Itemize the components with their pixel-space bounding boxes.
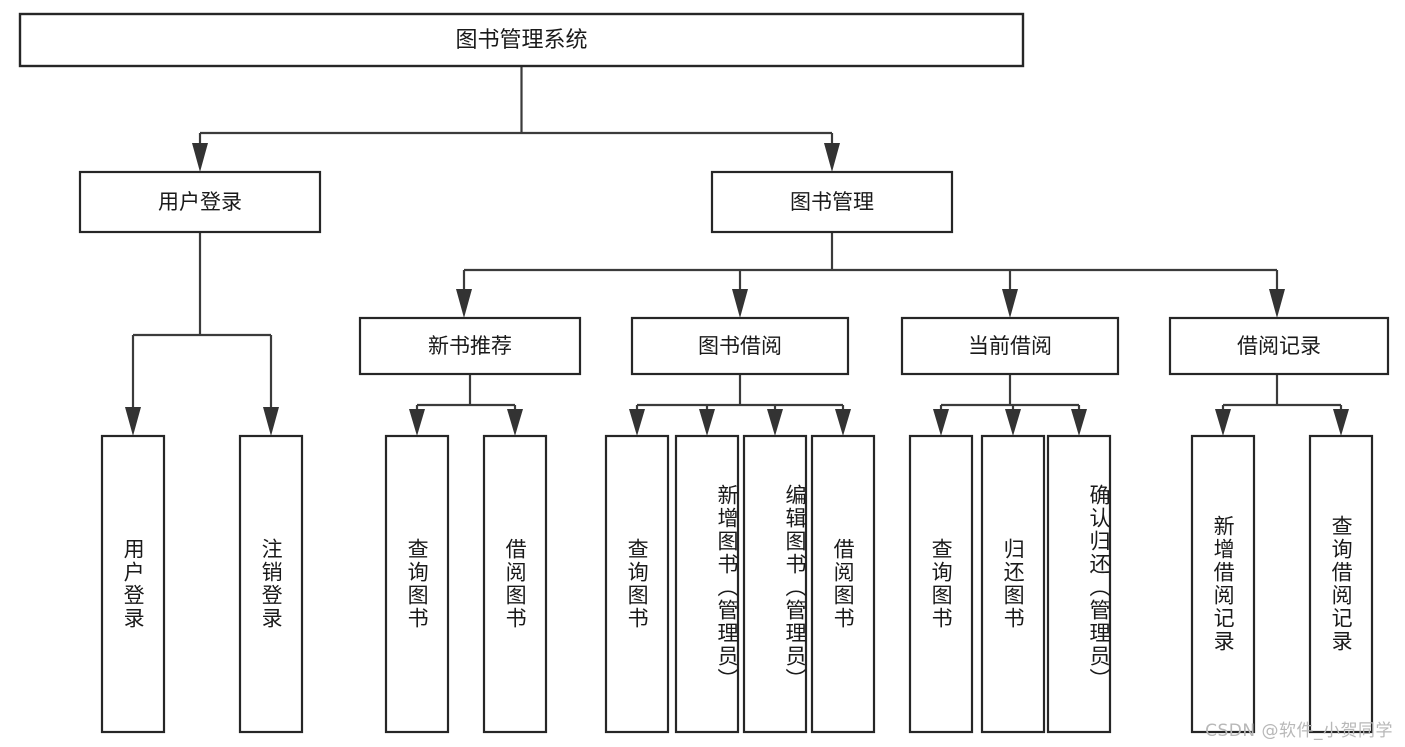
leaf-box-br-query-record[interactable]: [1308, 434, 1374, 734]
arrow-head-bb-add-book: [699, 409, 715, 436]
arrow-head-borrow-record: [1269, 289, 1285, 318]
leaf-box-cb-query-book[interactable]: [908, 434, 974, 734]
arrow-head-book-mgmt: [824, 143, 840, 172]
arrow-head-leaf-user-login: [125, 407, 141, 436]
node-root-system-label: 图书管理系统: [455, 28, 587, 53]
arrow-head-current-borrow: [1002, 289, 1018, 318]
node-new-book-recommend-box[interactable]: [358, 316, 582, 376]
node-root-system-box[interactable]: [18, 12, 1025, 68]
connector-group-new-book-rec: [409, 374, 523, 436]
arrow-head-bb-query-book: [629, 409, 645, 436]
node-book-management[interactable]: 图书管理: [710, 170, 954, 234]
arrow-head-bb-edit-book: [767, 409, 783, 436]
node-current-borrow[interactable]: 当前借阅: [900, 316, 1120, 376]
arrow-head-book-borrow: [732, 289, 748, 318]
leaf-box-bb-add-book[interactable]: [674, 434, 740, 734]
arrow-head-cb-confirm-return: [1071, 409, 1087, 436]
leaf-box-bb-query-book[interactable]: [604, 434, 670, 734]
leaf-box-bb-edit-book[interactable]: [742, 434, 808, 734]
arrow-head-br-query-record: [1333, 409, 1349, 436]
node-user-login-label: 用户登录: [158, 190, 242, 214]
connector-group-user-login: [125, 232, 279, 436]
node-book-borrow-box[interactable]: [630, 316, 850, 376]
node-current-borrow-box[interactable]: [900, 316, 1120, 376]
leaf-box-bb-borrow-book[interactable]: [810, 434, 876, 734]
connector-group-root: [192, 66, 840, 172]
arrow-head-cb-query-book: [933, 409, 949, 436]
node-borrow-record-box[interactable]: [1168, 316, 1390, 376]
node-user-login[interactable]: 用户登录: [78, 170, 322, 234]
arrow-head-new-book-rec: [456, 289, 472, 318]
leaf-box-cb-confirm-return[interactable]: [1046, 434, 1112, 734]
node-book-management-label: 图书管理: [790, 190, 874, 214]
node-book-management-box[interactable]: [710, 170, 954, 234]
leaf-box-nbr-borrow-book[interactable]: [482, 434, 548, 734]
arrow-head-nbr-borrow-book: [507, 409, 523, 436]
node-root-system[interactable]: 图书管理系统: [18, 12, 1025, 68]
node-borrow-record[interactable]: 借阅记录: [1168, 316, 1390, 376]
connector-group-current-borrow: [933, 374, 1087, 436]
watermark-text: CSDN @软件_小贺同学: [1205, 721, 1393, 741]
node-book-borrow[interactable]: 图书借阅: [630, 316, 850, 376]
leaf-box-nbr-query-book[interactable]: [384, 434, 450, 734]
node-current-borrow-label: 当前借阅: [968, 334, 1052, 358]
leaf-box-cb-return-book[interactable]: [980, 434, 1046, 734]
connector-group-borrow-record: [1215, 374, 1349, 436]
arrow-head-leaf-logout: [263, 407, 279, 436]
arrow-head-user-login: [192, 143, 208, 172]
node-book-borrow-label: 图书借阅: [698, 334, 782, 358]
leaf-box-group: [100, 434, 1374, 734]
leaf-box-logout[interactable]: [238, 434, 304, 734]
leaf-box-user-login[interactable]: [100, 434, 166, 734]
node-user-login-box[interactable]: [78, 170, 322, 234]
leaf-box-br-add-record[interactable]: [1190, 434, 1256, 734]
arrow-head-nbr-query-book: [409, 409, 425, 436]
node-new-book-recommend[interactable]: 新书推荐: [358, 316, 582, 376]
arrow-head-cb-return-book: [1005, 409, 1021, 436]
arrow-head-bb-borrow-book: [835, 409, 851, 436]
node-new-book-recommend-label: 新书推荐: [428, 334, 512, 358]
connector-group-book-mgmt: [456, 232, 1285, 318]
arrow-head-br-add-record: [1215, 409, 1231, 436]
connector-group-book-borrow: [629, 374, 851, 436]
node-borrow-record-label: 借阅记录: [1237, 334, 1321, 358]
